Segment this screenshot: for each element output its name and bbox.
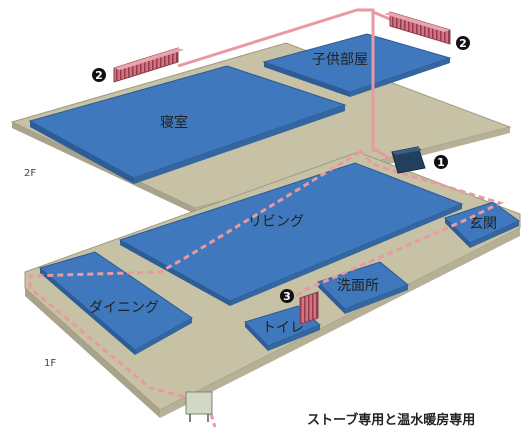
caption-text: ストーブ専用と温水暖房専用 (307, 412, 475, 427)
panel-heater-bedroom (113, 47, 184, 83)
room-label-washroom: 洗面所 (337, 278, 379, 294)
entrance-room: 玄関 (444, 201, 520, 248)
boiler-unit (391, 146, 426, 174)
bedroom-room: 寝室 (28, 65, 347, 184)
toilet-panel-heater (299, 291, 319, 325)
room-label-entrance: 玄関 (469, 215, 497, 232)
room-label-toilet: トイレ (262, 320, 304, 336)
marker-2-right: 2 (456, 36, 470, 50)
dining-room: ダイニング (38, 251, 193, 355)
room-label-bedroom: 寝室 (160, 114, 188, 131)
marker-3-toilet: 3 (280, 289, 294, 303)
kids-room: 子供部屋 (262, 33, 452, 97)
living-room: リビング (118, 162, 464, 306)
outdoor-unit (185, 391, 213, 422)
panel-heater-kids-room (384, 11, 451, 45)
floor-label-2f: 2F (24, 168, 36, 179)
svg-text:2: 2 (459, 37, 467, 50)
room-label-kids-room: 子供部屋 (312, 52, 368, 68)
marker-1-boiler: 1 (434, 155, 448, 169)
svg-text:3: 3 (283, 290, 291, 303)
svg-text:1: 1 (437, 156, 445, 169)
washroom-room: 洗面所 (317, 261, 409, 314)
svg-text:2: 2 (95, 69, 103, 82)
marker-2-left: 2 (92, 68, 106, 82)
solid-pipe-route (177, 8, 393, 162)
room-label-dining: ダイニング (89, 300, 159, 316)
floor-label-1f: 1F (44, 358, 56, 369)
room-label-living: リビング (248, 214, 304, 230)
